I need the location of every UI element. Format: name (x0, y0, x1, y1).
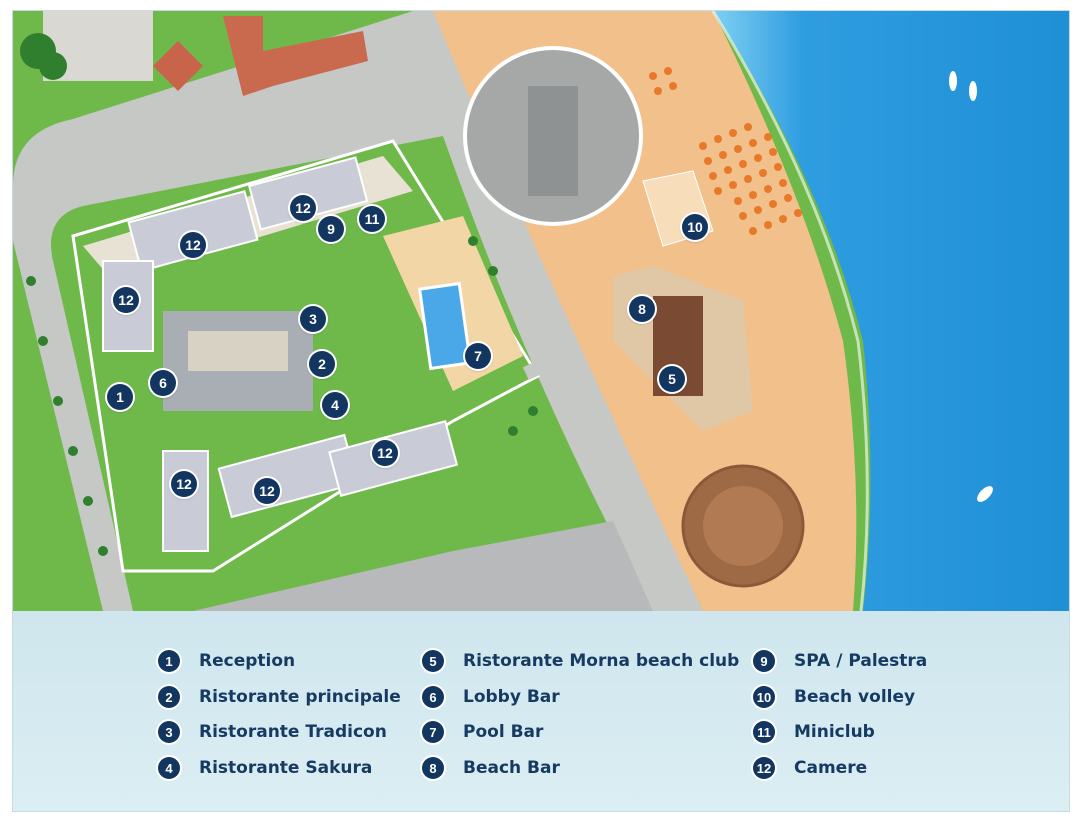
road (13, 11, 703, 611)
marker-spa-palestra[interactable]: 9 (318, 216, 344, 242)
legend-label: Beach Bar (463, 758, 560, 778)
marker-camere[interactable]: 12 (372, 440, 398, 466)
central-roof (188, 331, 288, 371)
marker-camere[interactable]: 12 (290, 195, 316, 221)
resort-map-frame: 1 6 12 12 12 11 9 3 2 4 7 8 5 10 12 12 1… (12, 10, 1070, 812)
legend-label: Camere (794, 758, 868, 778)
marker-camere[interactable]: 12 (180, 232, 206, 258)
legend-label: Ristorante Sakura (199, 758, 373, 778)
legend-item-miniclub: 11 Miniclub (753, 720, 875, 744)
resort-map (13, 11, 1069, 611)
legend-label: Ristorante principale (199, 687, 401, 707)
legend-label: Lobby Bar (463, 687, 560, 707)
legend-number: 9 (753, 650, 775, 672)
legend-item-ristorante-sakura: 4 Ristorante Sakura (158, 756, 372, 780)
marker-camere[interactable]: 12 (171, 471, 197, 497)
sea (713, 11, 1069, 611)
round-restaurant-inner (703, 486, 783, 566)
beach-umbrellas (649, 67, 802, 235)
marker-ristorante-principale[interactable]: 2 (309, 351, 335, 377)
legend-number: 3 (158, 721, 180, 743)
marker-lobby-bar[interactable]: 6 (150, 370, 176, 396)
legend-label: Pool Bar (463, 722, 544, 742)
marker-miniclub[interactable]: 11 (359, 206, 385, 232)
marker-pool-bar[interactable]: 7 (465, 343, 491, 369)
legend-label: SPA / Palestra (794, 651, 928, 671)
marker-ristorante-sakura[interactable]: 4 (322, 392, 348, 418)
legend-number: 10 (753, 686, 775, 708)
marker-beach-volley[interactable]: 10 (682, 214, 708, 240)
marker-reception[interactable]: 1 (107, 384, 133, 410)
shoreline (711, 11, 869, 611)
legend: 1 Reception 2 Ristorante principale 3 Ri… (13, 611, 1069, 811)
legend-label: Beach volley (794, 687, 916, 707)
legend-item-spa-palestra: 9 SPA / Palestra (753, 649, 927, 673)
swimming-pool (417, 281, 473, 371)
legend-number: 1 (158, 650, 180, 672)
legend-label: Ristorante Tradicon (199, 722, 387, 742)
legend-number: 2 (158, 686, 180, 708)
legend-item-reception: 1 Reception (158, 649, 295, 673)
boardwalk (522, 341, 584, 381)
legend-item-pool-bar: 7 Pool Bar (422, 720, 543, 744)
legend-label: Miniclub (794, 722, 875, 742)
legend-item-beach-bar: 8 Beach Bar (422, 756, 560, 780)
marker-camere[interactable]: 12 (113, 287, 139, 313)
boats (949, 71, 993, 502)
legend-number: 6 (422, 686, 444, 708)
legend-label: Ristorante Morna beach club (463, 651, 740, 671)
round-building-roof (528, 86, 578, 196)
trees (20, 33, 538, 556)
roof-octagon (153, 41, 203, 91)
marker-ristorante-morna[interactable]: 5 (659, 366, 685, 392)
legend-label: Reception (199, 651, 296, 671)
roof-building (223, 16, 368, 96)
room-block (247, 156, 369, 231)
legend-number: 4 (158, 757, 180, 779)
marker-camere[interactable]: 12 (254, 478, 280, 504)
legend-number: 7 (422, 721, 444, 743)
legend-item-beach-volley: 10 Beach volley (753, 685, 915, 709)
legend-number: 5 (422, 650, 444, 672)
marker-ristorante-tradicon[interactable]: 3 (300, 306, 326, 332)
legend-item-ristorante-principale: 2 Ristorante principale (158, 685, 401, 709)
room-block (102, 260, 154, 352)
bottom-buildings (193, 521, 653, 611)
legend-number: 8 (422, 757, 444, 779)
room-block (162, 450, 209, 552)
marker-beach-bar[interactable]: 8 (629, 296, 655, 322)
legend-number: 12 (753, 757, 775, 779)
legend-item-ristorante-morna: 5 Ristorante Morna beach club (422, 649, 739, 673)
legend-item-camere: 12 Camere (753, 756, 867, 780)
legend-item-lobby-bar: 6 Lobby Bar (422, 685, 560, 709)
legend-item-ristorante-tradicon: 3 Ristorante Tradicon (158, 720, 387, 744)
legend-number: 11 (753, 721, 775, 743)
